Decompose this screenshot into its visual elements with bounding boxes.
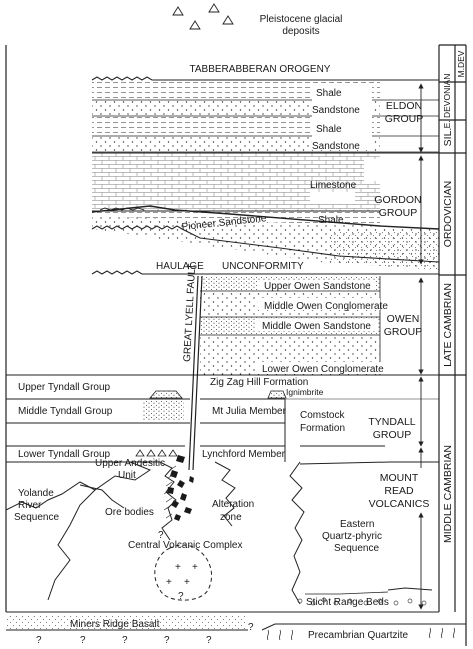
- glacial-triangle-symbols: [172, 3, 234, 30]
- owen-group-label-1: OWEN: [387, 313, 420, 325]
- mrv-label-3: VOLCANICS: [369, 498, 430, 510]
- eldon-group-label-2: GROUP: [385, 113, 424, 125]
- tyndall-group-label-2: GROUP: [373, 429, 412, 441]
- alteration-zone-label-2: zone: [220, 512, 242, 523]
- middle-owen-conglomerate-label: Middle Owen Conglomerate: [264, 301, 388, 312]
- owen-group-column: [200, 276, 382, 375]
- lynchford-member-label: Lynchford Member: [202, 449, 286, 460]
- eldon-group-label-1: ELDON: [386, 100, 422, 112]
- great-lyell-fault-label: GREAT LYELL FAULT: [182, 263, 198, 362]
- mrv-label-1: MOUNT: [380, 472, 419, 484]
- middle-tyndall-group-label: Middle Tyndall Group: [18, 406, 113, 417]
- intrusion-qmark: ?: [178, 591, 184, 602]
- intrusion-qmark-top: ?: [158, 530, 164, 541]
- gordon-group-column: [91, 152, 440, 270]
- yolande-label-2: River: [18, 500, 42, 511]
- comstock-formation-label-2: Formation: [300, 423, 345, 434]
- upper-owen-sandstone-label: Upper Owen Sandstone: [264, 281, 371, 292]
- ignimbrite-label: Ignimbrite: [286, 387, 324, 397]
- comstock-formation-label-1: Comstock: [300, 410, 345, 421]
- eldon-sandstone-1: Sandstone: [312, 105, 360, 116]
- mrv-label-2: READ: [384, 485, 414, 497]
- yolande-label-1: Yolande: [18, 488, 54, 499]
- base-formations: [6, 611, 466, 641]
- upper-tyndall-group-label: Upper Tyndall Group: [18, 382, 111, 393]
- tabberabberan-orogeny-label: TABBERABBERAN OROGENY: [190, 64, 331, 75]
- lower-owen-conglomerate-label: Lower Owen Conglomerate: [262, 364, 384, 375]
- mount-read-volcanics-structures: [5, 461, 439, 605]
- tyndall-group-label-1: TYNDALL: [368, 416, 415, 428]
- eldon-sandstone-2: Sandstone: [312, 141, 360, 152]
- lower-tyndall-group-label: Lower Tyndall Group: [18, 449, 111, 460]
- gordon-limestone-label: Limestone: [310, 180, 357, 191]
- base-qmark-1: ?: [36, 635, 42, 646]
- eldon-shale-1: Shale: [316, 88, 342, 99]
- base-qmark-6: ?: [248, 622, 254, 633]
- alteration-zone-hatching: [163, 465, 177, 519]
- middle-owen-sandstone-label: Middle Owen Sandstone: [262, 321, 371, 332]
- base-qmark-5: ?: [206, 635, 212, 646]
- age-silurian: SIL.: [442, 128, 454, 147]
- ore-bodies: [167, 455, 194, 521]
- ore-bodies-label: Ore bodies: [105, 507, 154, 518]
- intrusion-plus-1: +: [175, 562, 181, 573]
- frame: [5, 44, 467, 646]
- eastern-label-1: Eastern: [340, 519, 374, 530]
- base-qmark-3: ?: [122, 635, 128, 646]
- alteration-zone-label-1: Alteration: [212, 499, 254, 510]
- intrusion-plus-2: +: [192, 562, 198, 573]
- base-qmark-4: ?: [164, 635, 170, 646]
- upper-andesitic-unit-label-2: Unit: [118, 470, 136, 481]
- intrusion-plus-4: +: [184, 577, 190, 588]
- eastern-label-2: Quartz-phyric: [322, 531, 382, 542]
- age-m-dev: M.DEV: [456, 50, 466, 77]
- tyndall-rows: [6, 374, 439, 462]
- pleistocene-label-2: deposits: [282, 26, 319, 37]
- sticht-range-beds-label: Sticht Range Beds: [306, 597, 389, 608]
- unconformity-label: UNCONFORMITY: [222, 261, 304, 272]
- age-e-devonian: E. DEVONIAN: [442, 74, 452, 129]
- tyndall-textures: [135, 390, 287, 457]
- eastern-label-3: Sequence: [334, 543, 379, 554]
- gordon-group-label-2: GROUP: [379, 207, 418, 219]
- pleistocene-label-1: Pleistocene glacial: [260, 14, 343, 25]
- eldon-shale-2: Shale: [316, 124, 342, 135]
- gordon-shale-label: Shale: [318, 215, 344, 226]
- intrusion-plus-3: +: [166, 577, 172, 588]
- upper-andesitic-unit-label-1: Upper Andesitic: [95, 458, 165, 469]
- tabberabberan-unconformity-line: [91, 76, 439, 81]
- pleistocene-deposits: Pleistocene glacial deposits: [172, 3, 343, 37]
- precambrian-quartzite-label: Precambrian Quartzite: [308, 630, 408, 641]
- age-middle-cambrian: MIDDLE CAMBRIAN: [442, 445, 454, 543]
- age-ordovician: ORDOVICIAN: [442, 181, 454, 248]
- base-qmark-2: ?: [80, 635, 86, 646]
- sticht-range-texture: [297, 597, 427, 606]
- age-late-cambrian: LATE CAMBRIAN: [442, 283, 454, 367]
- great-lyell-fault: [188, 275, 203, 471]
- eldon-group-column: [92, 82, 439, 153]
- zig-zag-hill-formation-label: Zig Zag Hill Formation: [210, 377, 308, 388]
- haulage-label: HAULAGE: [156, 261, 204, 272]
- haulage-unconformity-line: [91, 270, 439, 275]
- owen-group-label-2: GROUP: [384, 326, 423, 338]
- mt-julia-member-label: Mt Julia Member: [212, 406, 287, 417]
- miners-ridge-basalt-label: Miners Ridge Basalt: [70, 619, 160, 630]
- yolande-label-3: Sequence: [14, 512, 59, 523]
- gordon-group-label-1: GORDON: [374, 194, 421, 206]
- central-volcanic-complex-label: Central Volcanic Complex: [128, 540, 243, 551]
